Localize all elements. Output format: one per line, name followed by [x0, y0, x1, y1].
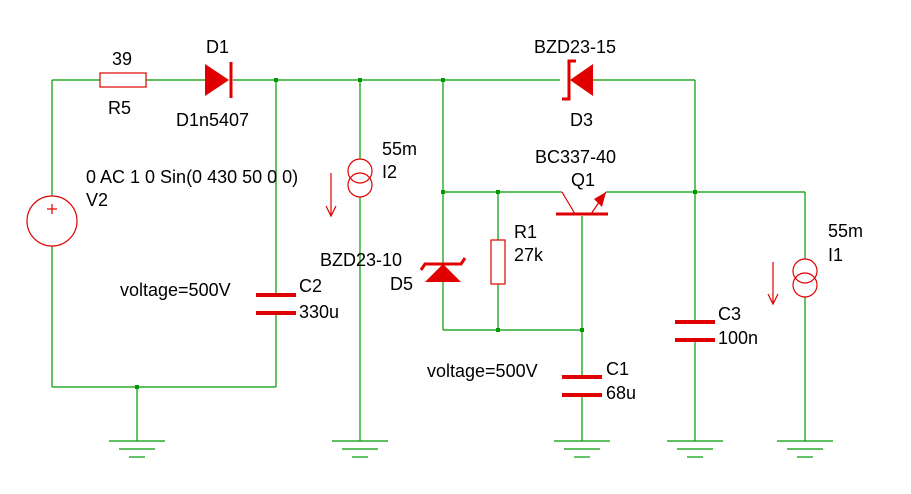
d5-name-label: D5 [390, 274, 413, 294]
c2-name-label: C2 [299, 276, 322, 296]
ground-icon [109, 440, 165, 458]
c3-name-label: C3 [718, 304, 741, 324]
grounds [109, 440, 833, 458]
d5-model-label: BZD23-10 [320, 250, 402, 270]
capacitor-c3-symbol[interactable] [675, 320, 715, 342]
junction-dot [135, 385, 139, 389]
i2-name-label: I2 [382, 162, 397, 182]
q1-name-label: Q1 [571, 170, 595, 190]
d1-model-label: D1n5407 [176, 110, 249, 130]
d3-model-label: BZD23-15 [534, 37, 616, 57]
diode-d1-symbol[interactable] [205, 62, 233, 98]
c2-voltage-label: voltage=500V [120, 280, 231, 300]
junction-dot [274, 78, 278, 82]
c2-value-label: 330u [299, 302, 339, 322]
current-source-i2-symbol[interactable] [347, 158, 373, 198]
i1-value-label: 55m [828, 221, 863, 241]
r1-value-label: 27k [514, 245, 544, 265]
d3-name-label: D3 [570, 110, 593, 130]
transistor-q1-symbol[interactable] [556, 191, 608, 216]
capacitor-c1-symbol[interactable] [562, 375, 602, 397]
voltage-source-v2-symbol[interactable] [26, 195, 78, 247]
labels: 39 R5 D1 D1n5407 BZD23-15 D3 0 AC 1 0 Si… [86, 37, 863, 403]
resistor-r1-symbol[interactable] [490, 239, 506, 285]
i2-value-label: 55m [382, 139, 417, 159]
v2-spec-label: 0 AC 1 0 Sin(0 430 50 0 0) [86, 167, 298, 187]
junction-dot [580, 328, 584, 332]
ground-icon [332, 440, 388, 458]
wires [51, 79, 806, 441]
c1-name-label: C1 [606, 359, 629, 379]
junction-dot [496, 328, 500, 332]
junctions [135, 78, 697, 389]
v2-name-label: V2 [86, 190, 108, 210]
ground-icon [554, 440, 610, 458]
d1-name-label: D1 [206, 37, 229, 57]
junction-dot [693, 190, 697, 194]
current-source-i1-symbol[interactable] [792, 258, 818, 298]
c1-value-label: 68u [606, 383, 636, 403]
c1-voltage-label: voltage=500V [427, 361, 538, 381]
arrow-down-icon [767, 262, 779, 306]
ground-icon [667, 440, 723, 458]
junction-dot [496, 190, 500, 194]
q1-model-label: BC337-40 [535, 147, 616, 167]
zener-d5-symbol[interactable] [419, 257, 467, 282]
r1-name-label: R1 [514, 222, 537, 242]
i1-name-label: I1 [828, 245, 843, 265]
resistor-r5-symbol[interactable] [99, 72, 147, 88]
arrow-down-icon [325, 173, 337, 218]
ground-icon [777, 440, 833, 458]
zener-d3-symbol[interactable] [562, 59, 593, 101]
junction-dot [358, 78, 362, 82]
r5-name-label: R5 [108, 98, 131, 118]
capacitor-c2-symbol[interactable] [256, 293, 296, 315]
junction-dot [441, 78, 445, 82]
c3-value-label: 100n [718, 328, 758, 348]
junction-dot [441, 190, 445, 194]
r5-value-label: 39 [112, 49, 132, 69]
